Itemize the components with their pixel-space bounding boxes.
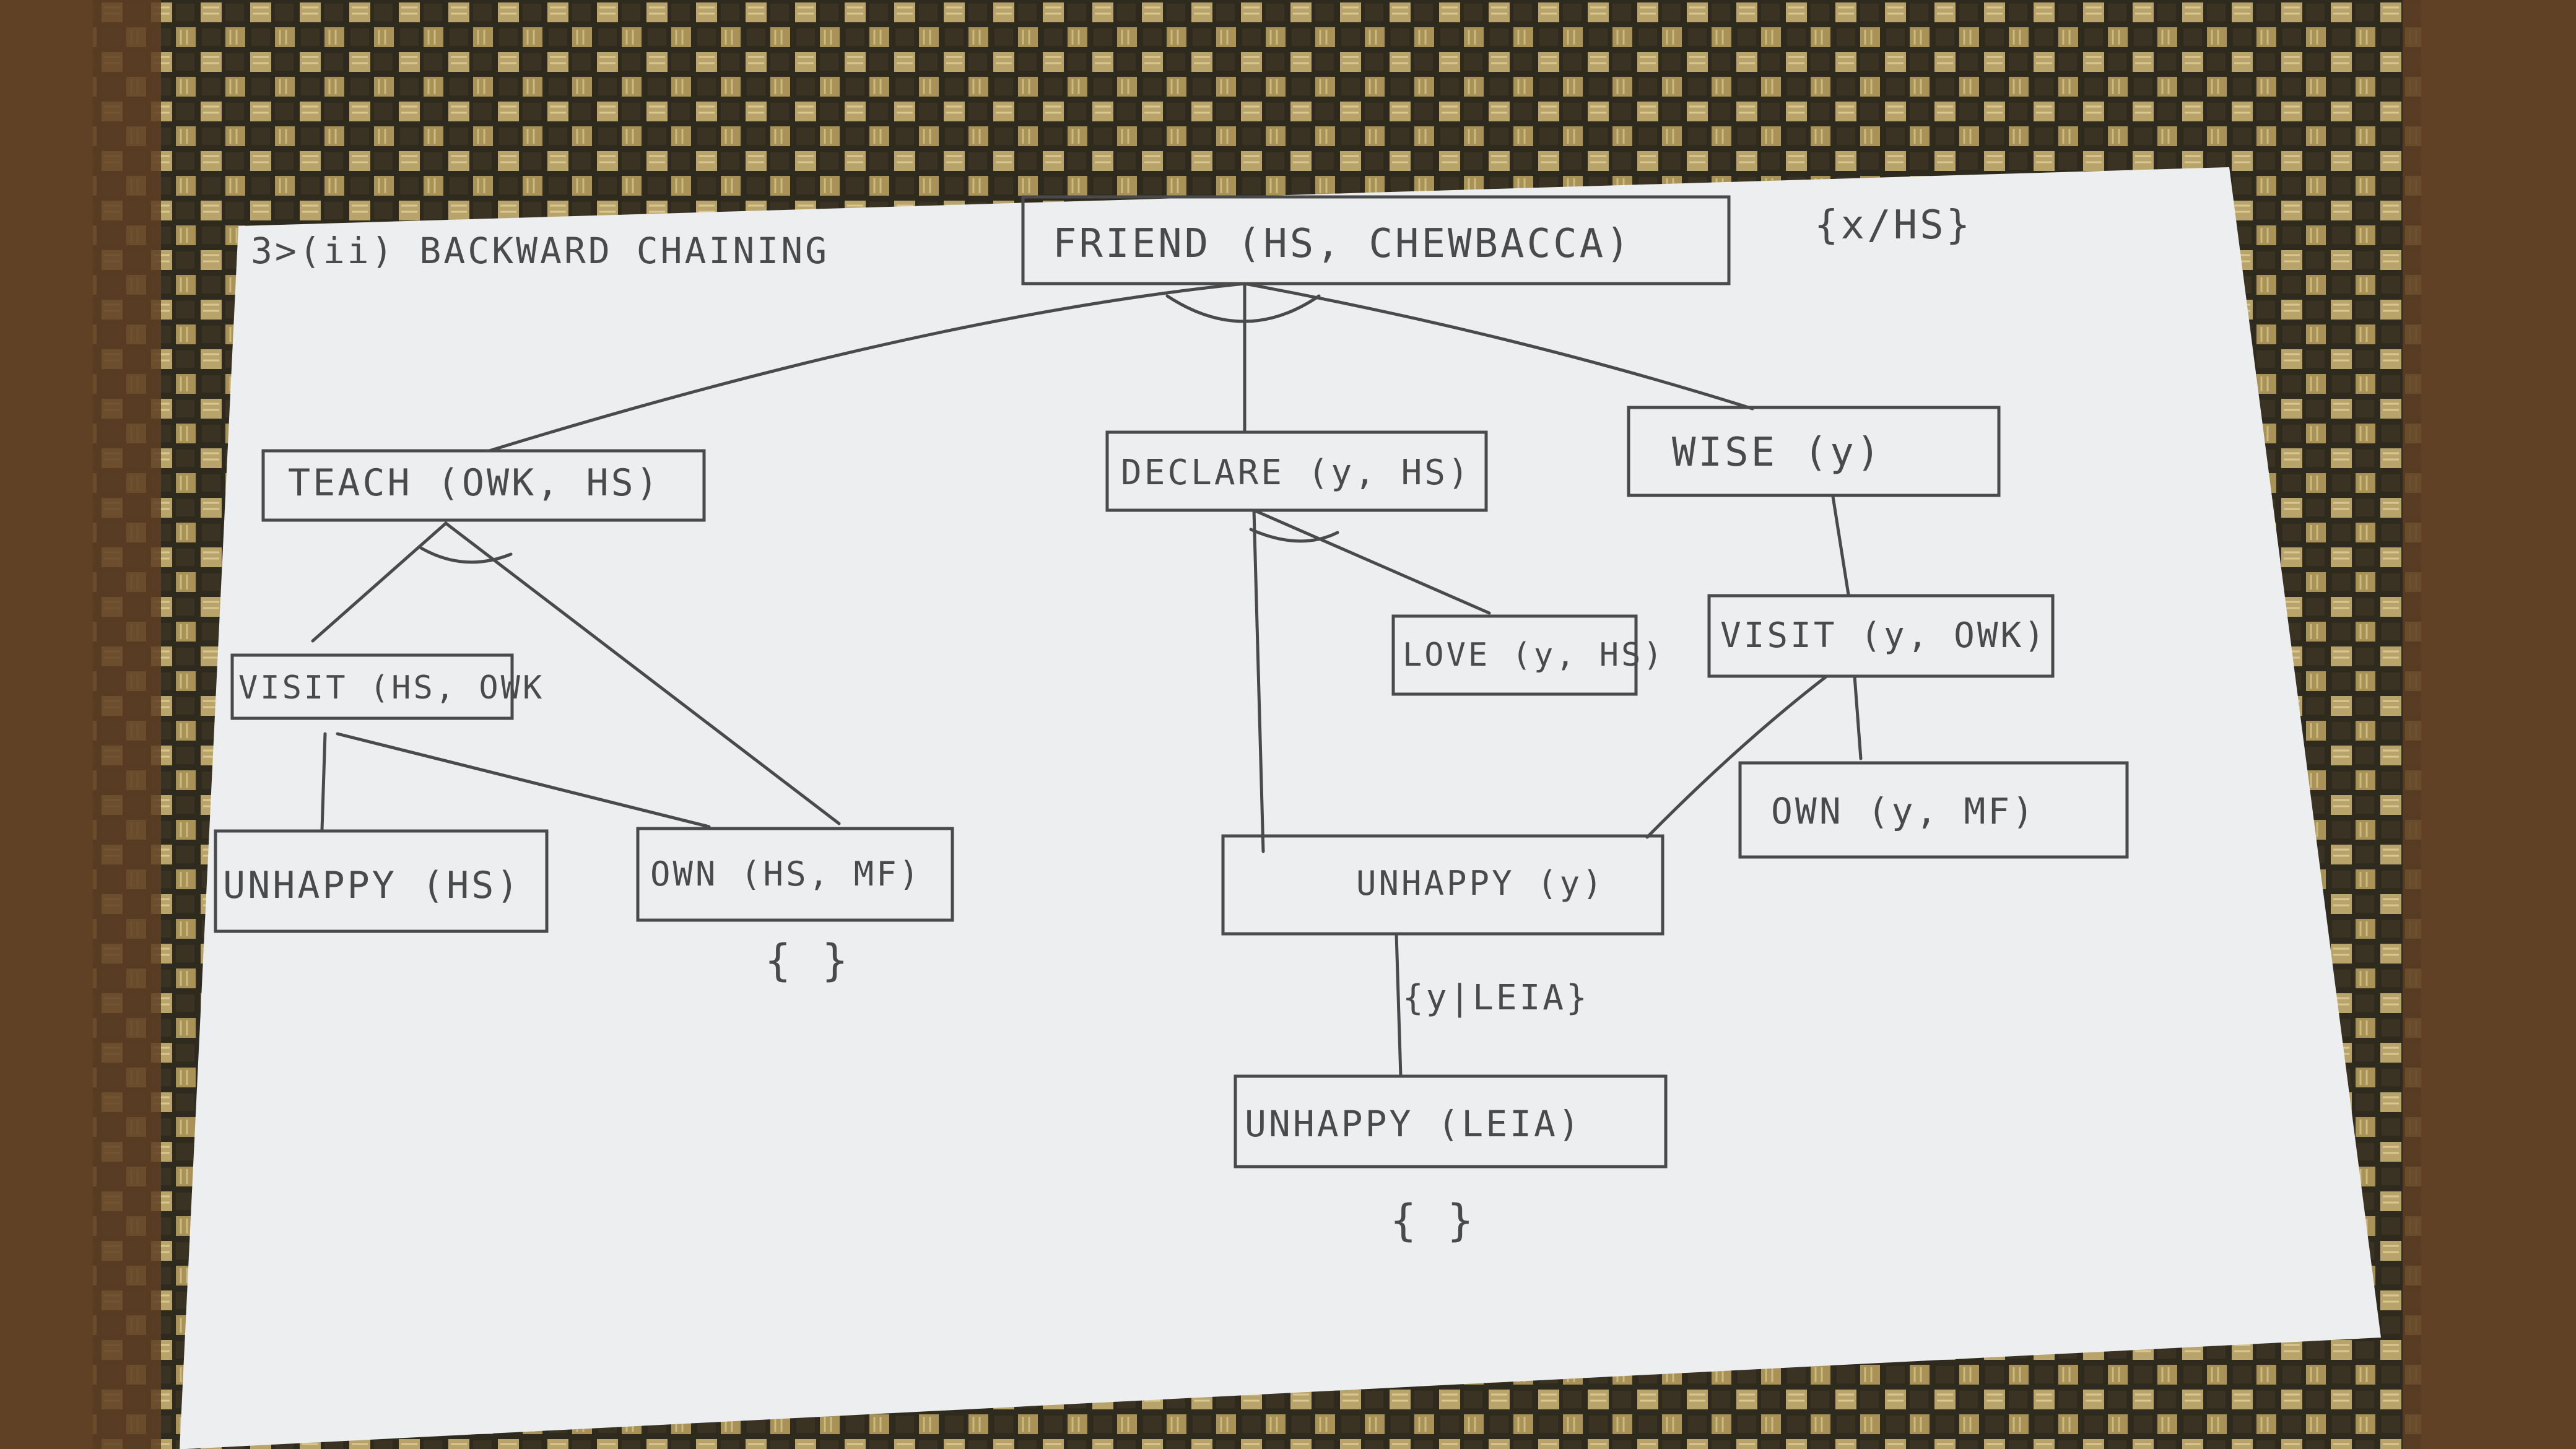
subst-y-leia: {y|LEIA} [1403,978,1590,1018]
edge-declare-unhappy [1252,508,1265,853]
paper-background [180,167,2381,1449]
box-wise [1627,406,2001,497]
diagram-title: 3>(ii) BACKWARD CHAINING [251,230,829,272]
label-teach: TEACH (OWK, HS) [288,461,661,505]
label-visit-hs: VISIT (HS, OWK [238,669,544,707]
edge-wise-visit [1831,495,1850,596]
label-declare: DECLARE (y, HS) [1121,453,1471,493]
and-arc-declare [1249,528,1339,543]
box-unhappy-leia [1234,1074,1668,1168]
edge-friend-wise [1243,282,1754,411]
edge-visit-unhappy [320,732,327,832]
empty-subst-own: { } [765,935,850,986]
label-unhappy-hs: UNHAPPY (HS) [223,864,521,907]
and-arc-teach [419,546,513,564]
edge-teach-own [444,521,841,825]
box-declare [1105,430,1488,512]
edge-visit-unhappy-y [1645,674,1829,839]
label-own-y: OWN (y, MF) [1771,790,2036,832]
and-arc-friend [1165,294,1321,323]
edge-friend-teach [487,282,1247,453]
box-visit-hs [230,653,514,720]
box-friend [1021,195,1731,285]
box-own-hs [636,827,954,922]
subst-x-hs: {x/HS} [1814,202,1972,248]
box-unhappy-hs [214,829,549,933]
edge-visit-own [336,732,711,829]
box-own-y [1738,761,2129,859]
label-love: LOVE (y, HS) [1403,637,1665,674]
edge-teach-visit [311,521,448,643]
label-own-hs: OWN (HS, MF) [650,855,921,894]
label-visit-y: VISIT (y, OWK) [1720,616,2047,656]
empty-subst-leia: { } [1390,1195,1476,1246]
label-friend: FRIEND (HS, CHEWBACCA) [1053,221,1632,267]
edge-unhappy-leia [1395,932,1403,1078]
label-unhappy-leia: UNHAPPY (LEIA) [1245,1103,1582,1145]
box-teach [261,449,706,522]
label-wise: WISE (y) [1672,430,1882,476]
box-visit-y [1707,594,2055,678]
box-love [1391,614,1638,696]
edge-declare-love [1252,508,1491,615]
box-unhappy-y [1221,834,1664,936]
edge-visit-own-y [1853,674,1863,760]
label-unhappy-y: UNHAPPY (y) [1356,864,1605,903]
